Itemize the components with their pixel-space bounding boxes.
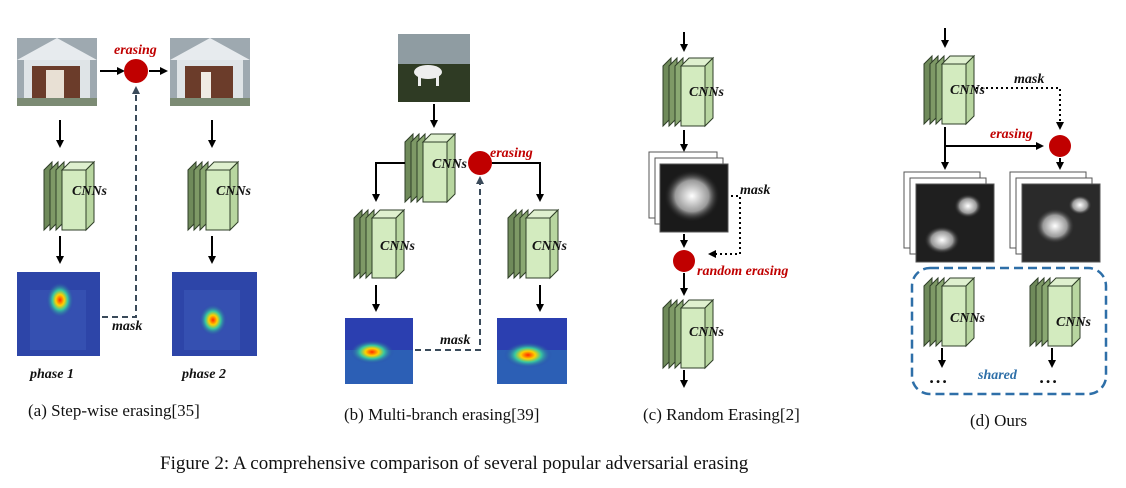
mask-path-a — [102, 86, 140, 318]
label-cnn-d-top: CNNs — [950, 83, 986, 98]
caption-c: (c) Random Erasing[2] — [643, 405, 800, 424]
feature-maps-c — [648, 151, 729, 233]
erase-node-c — [673, 250, 695, 272]
feature-maps-d-right — [1009, 171, 1101, 263]
erase-node-b — [468, 151, 492, 175]
heatmap-b-right — [497, 318, 567, 384]
panel-b — [345, 34, 567, 384]
label-cnn-a2: CNNs — [216, 184, 252, 199]
heatmap-b-left — [345, 318, 413, 384]
label-cnn-c-top: CNNs — [689, 85, 725, 100]
label-erasing-a: erasing — [114, 43, 157, 58]
label-shared: shared — [978, 368, 1017, 383]
label-mask-d: mask — [1014, 72, 1045, 87]
erase-node-d — [1049, 135, 1071, 157]
label-phase-1: phase 1 — [30, 367, 74, 382]
shared-box — [910, 266, 1108, 396]
label-cnn-b-top: CNNs — [432, 157, 468, 172]
label-cnn-d-right: CNNs — [1056, 315, 1092, 330]
input-photo-a2 — [170, 38, 250, 106]
label-mask-a: mask — [112, 319, 143, 334]
label-erasing-b: erasing — [490, 146, 533, 161]
caption-b: (b) Multi-branch erasing[39] — [344, 405, 540, 424]
label-random-erasing: random erasing — [697, 264, 789, 279]
input-photo-b — [398, 34, 470, 102]
label-erasing-d: erasing — [990, 127, 1033, 142]
mask-path-b — [415, 176, 484, 351]
label-mask-c: mask — [740, 183, 771, 198]
figure-caption: Figure 2: A comprehensive comparison of … — [160, 453, 749, 474]
label-mask-b: mask — [440, 333, 471, 348]
panel-d — [903, 28, 1108, 396]
ellipsis-d-left: ... — [930, 367, 950, 387]
label-cnn-c-bottom: CNNs — [689, 325, 725, 340]
label-cnn-a1: CNNs — [72, 184, 108, 199]
panel-a — [17, 38, 257, 356]
label-phase-2: phase 2 — [182, 367, 226, 382]
cnn-block-d-right — [1029, 277, 1081, 347]
heatmap-a1 — [17, 272, 100, 356]
feature-maps-d-left — [903, 171, 995, 263]
label-cnn-b-left: CNNs — [380, 239, 416, 254]
label-cnn-d-left: CNNs — [950, 311, 986, 326]
caption-a: (a) Step-wise erasing[35] — [28, 401, 200, 420]
input-photo-a1 — [17, 38, 97, 106]
panel-c — [648, 32, 741, 388]
erase-node-a — [124, 59, 148, 83]
mask-path-c — [708, 195, 741, 258]
ellipsis-d-right: ... — [1040, 367, 1060, 387]
label-cnn-b-right: CNNs — [532, 239, 568, 254]
mask-path-d — [976, 87, 1064, 130]
caption-d: (d) Ours — [970, 411, 1028, 430]
heatmap-a2 — [172, 272, 257, 356]
